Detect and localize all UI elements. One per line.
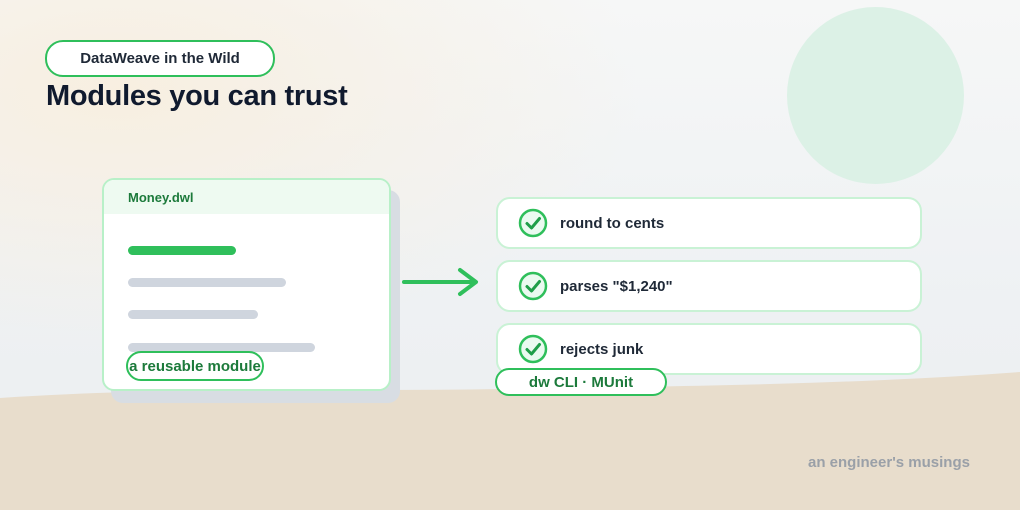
arrow-right-icon xyxy=(402,268,478,296)
check-circle-icon xyxy=(518,334,548,364)
check-label: round to cents xyxy=(560,214,665,232)
footer-tagline: an engineer's musings xyxy=(808,454,970,471)
code-line xyxy=(128,278,286,287)
check-circle-icon xyxy=(518,208,548,238)
code-line xyxy=(128,343,315,352)
sun-circle xyxy=(787,7,964,184)
check-circle-icon xyxy=(518,271,548,301)
page-title: Modules you can trust xyxy=(46,80,348,112)
kicker-badge: DataWeave in the Wild xyxy=(45,40,275,77)
check-item-rejects: rejects junk xyxy=(496,323,922,375)
check-label: rejects junk xyxy=(560,340,644,358)
module-caption: a reusable module xyxy=(126,351,264,381)
module-filename: Money.dwl xyxy=(104,180,389,214)
code-line xyxy=(128,310,258,319)
tooling-badge: dw CLI · MUnit xyxy=(495,368,667,396)
check-item-round: round to cents xyxy=(496,197,922,249)
check-label: parses "$1,240" xyxy=(560,277,673,295)
check-item-parses: parses "$1,240" xyxy=(496,260,922,312)
code-line-highlight xyxy=(128,246,236,255)
